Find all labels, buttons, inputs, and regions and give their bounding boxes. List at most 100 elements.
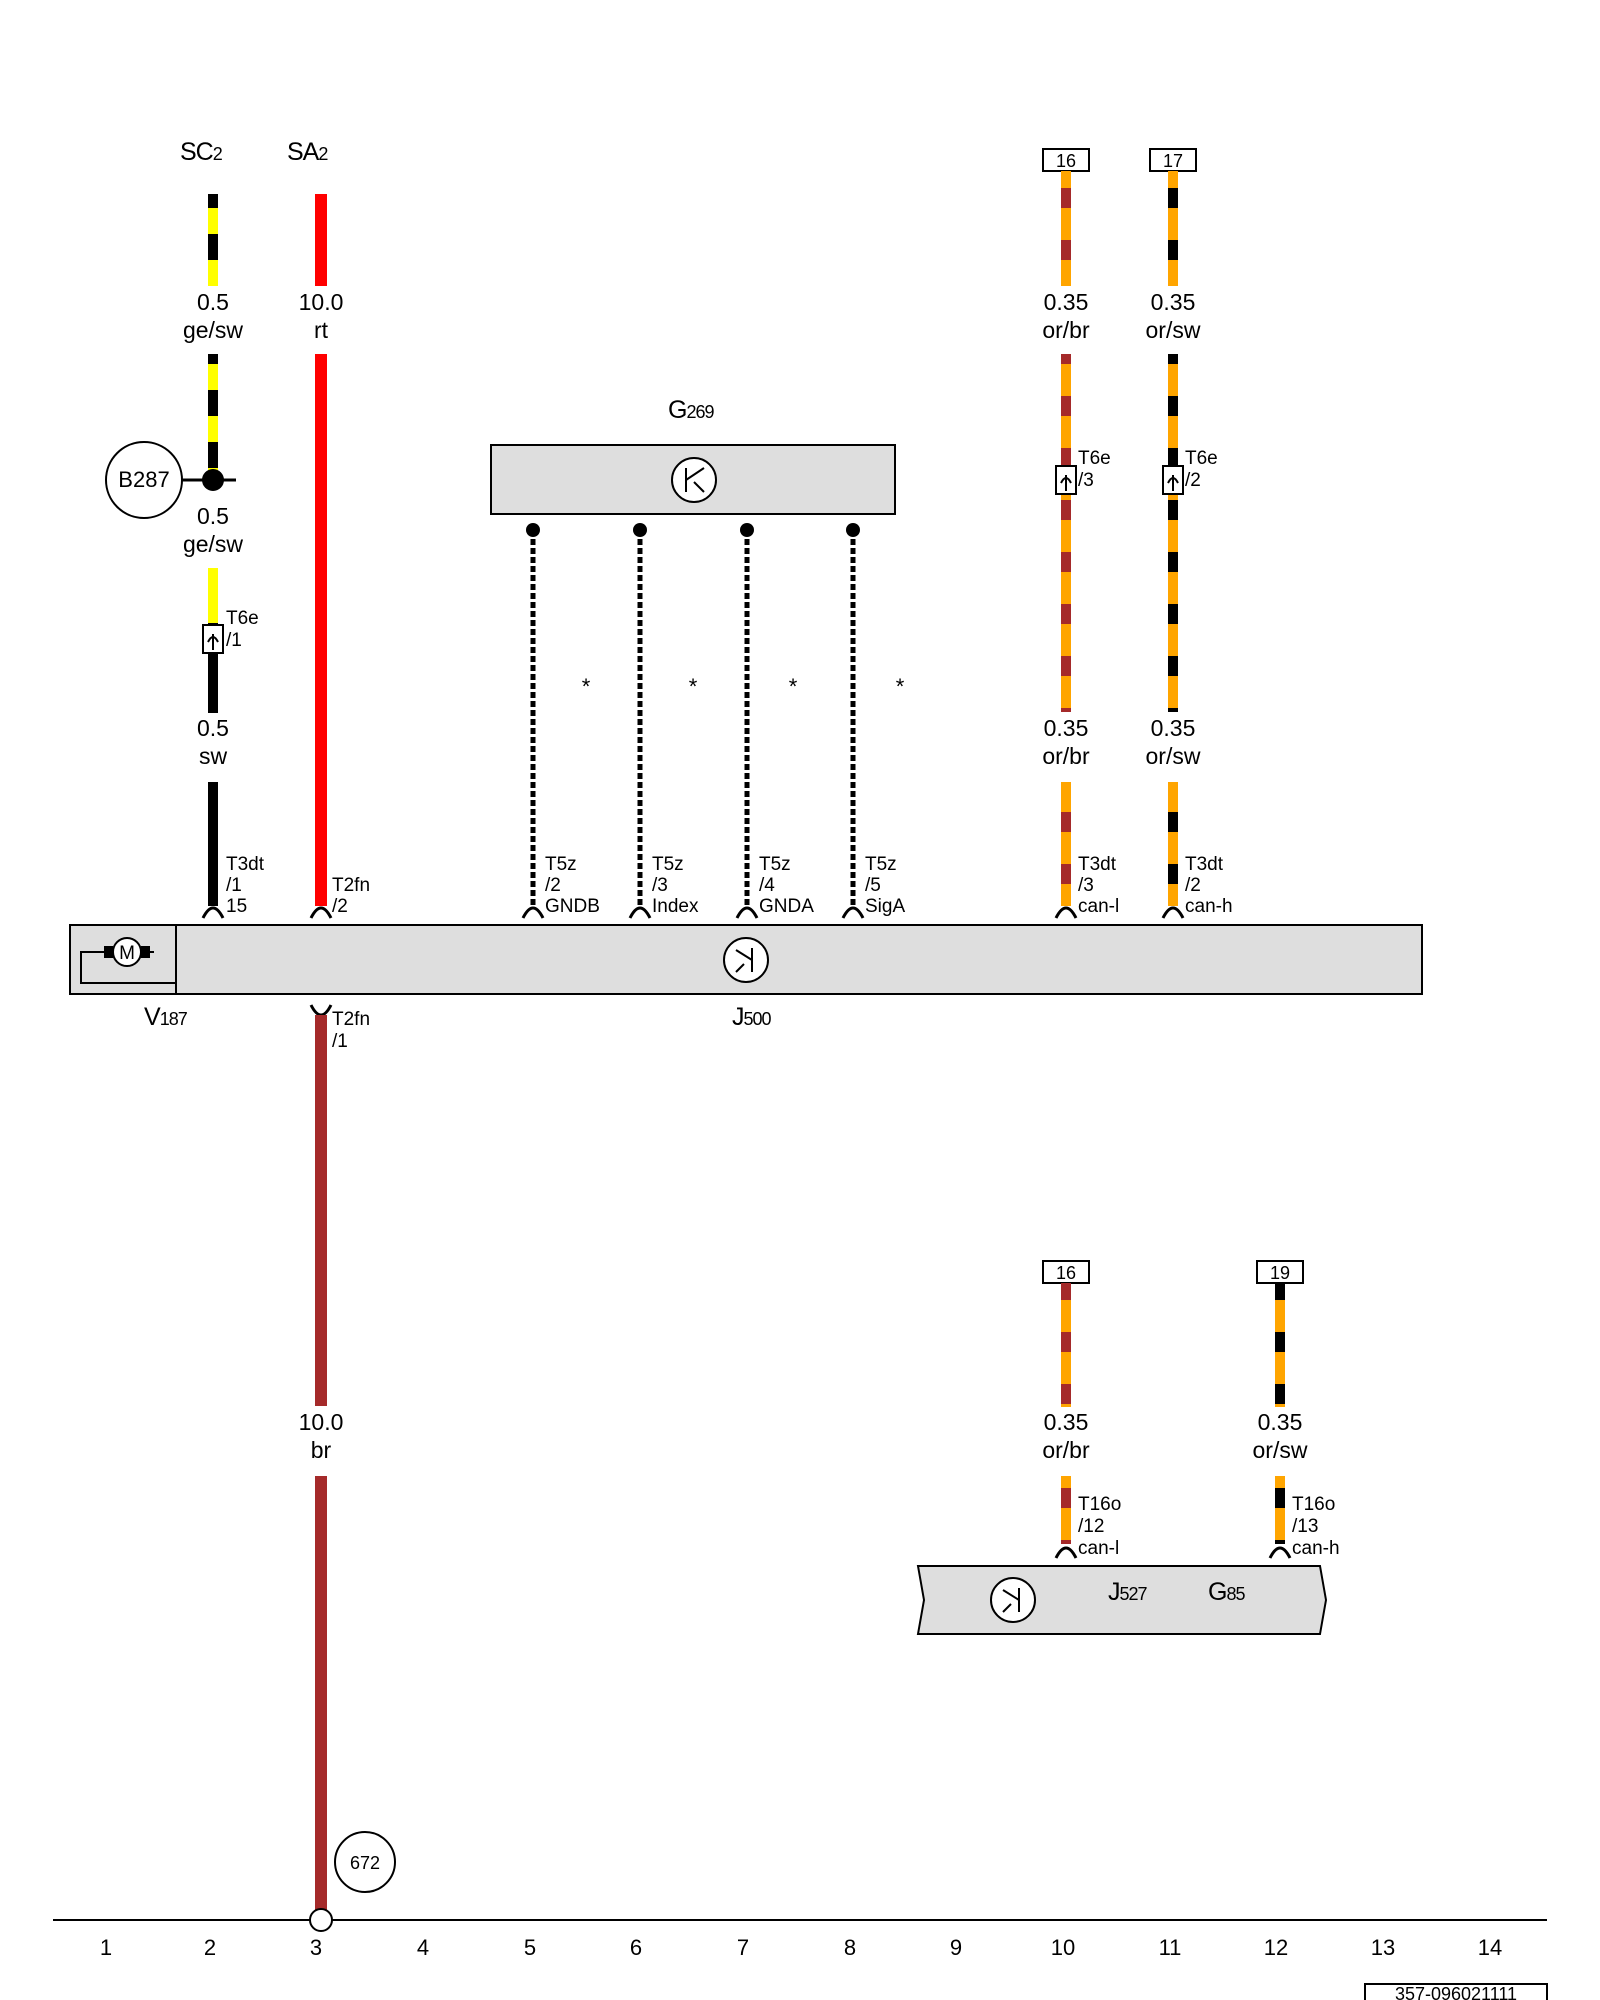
t3dt1-pin: /1	[226, 875, 242, 896]
b287-circle	[105, 441, 183, 519]
wire-col11-seg2-size: 0.35	[1151, 715, 1196, 741]
t3dt3-terminal	[1054, 906, 1078, 919]
sa2-label: SA2	[287, 138, 328, 166]
wire-col10-seg1-size: 0.35	[1044, 289, 1089, 315]
wire-col10-seg2-size: 0.35	[1044, 715, 1089, 741]
wire-col10-seg1-color: or/br	[1042, 317, 1090, 343]
wire-col2-seg3-black	[208, 623, 218, 713]
wire-col10-lower-color: or/br	[1042, 1437, 1090, 1463]
j527-sensor-icon	[990, 1577, 1036, 1623]
v187-label: V187	[144, 1003, 188, 1031]
t6e1-pin: /1	[226, 630, 242, 651]
wire-col2-seg4	[208, 782, 218, 906]
t5z5-name: T5z	[865, 854, 897, 875]
t6e2-connector-arrow	[1167, 475, 1179, 491]
wire-col10-seg2	[1061, 354, 1071, 712]
t5z2-terminal	[521, 906, 545, 919]
t16o13-func: can-h	[1292, 1538, 1340, 1559]
wire-col12-color: or/sw	[1253, 1437, 1308, 1463]
t16o12-pin: /12	[1078, 1516, 1104, 1537]
j527-label: J527	[1108, 1578, 1148, 1606]
grid-number-12: 12	[1264, 1935, 1288, 1960]
motor-label: M	[119, 943, 135, 964]
t3dt2-pin: /2	[1185, 875, 1201, 896]
g85-label: G85	[1208, 1578, 1245, 1606]
t5z3-pin: /3	[652, 875, 668, 896]
t3dt2-name: T3dt	[1185, 854, 1224, 875]
wire-col2-seg2-size: 0.5	[197, 503, 229, 529]
wire-col11-seg2	[1168, 354, 1178, 712]
t2fn2-terminal	[309, 906, 333, 919]
t2fn1-terminal	[309, 1004, 333, 1017]
t5z3-terminal	[628, 906, 652, 919]
t16o13-name: T16o	[1292, 1494, 1335, 1515]
wire-col2-seg3-size: 0.5	[197, 715, 229, 741]
wire-col12-seg2	[1275, 1476, 1285, 1544]
wire-col3-seg1-color: rt	[314, 317, 329, 343]
t5z2-top-dot	[526, 523, 540, 537]
star-4: *	[896, 674, 905, 699]
t6e1-connector-arrow	[207, 634, 219, 650]
t3dt1-name: T3dt	[226, 854, 265, 875]
t16o12-func: can-l	[1078, 1538, 1119, 1559]
star-1: *	[582, 674, 591, 699]
b287-label: B287	[118, 467, 169, 492]
doc-number-box	[1364, 1983, 1548, 2000]
b287-junction-dot	[202, 469, 224, 491]
grid-number-6: 6	[630, 1935, 642, 1960]
ref-16b: 16	[1056, 1263, 1076, 1283]
wire-col10-seg1	[1061, 171, 1071, 286]
j500-sensor-icon-arrow	[735, 948, 753, 973]
wire-col12-seg1	[1275, 1283, 1285, 1407]
t5z4-func: GNDA	[759, 896, 814, 917]
t5z4-terminal	[735, 906, 759, 919]
j527-sensor-icon-arrow	[1002, 1588, 1020, 1613]
t2fn2-pin: /2	[332, 896, 348, 917]
star-3: *	[789, 674, 798, 699]
wire-col3-seg2	[315, 354, 327, 906]
v187-motor-loop	[80, 951, 176, 984]
t6e3-connector-arrow	[1060, 475, 1072, 491]
t2fn1-name: T2fn	[332, 1009, 370, 1030]
v187-motor-left-terminal	[104, 946, 113, 958]
t3dt3-pin: /3	[1078, 875, 1094, 896]
wire-col3-ground-seg1	[315, 1015, 327, 1406]
t2fn1-pin: /1	[332, 1031, 348, 1052]
grid-number-9: 9	[950, 1935, 962, 1960]
wire-col3-ground-seg2	[315, 1476, 327, 1912]
c672-label: 672	[350, 1853, 380, 1873]
g269-label: G269	[668, 396, 714, 424]
t3dt3-name: T3dt	[1078, 854, 1117, 875]
grid-number-4: 4	[417, 1935, 429, 1960]
j500-sensor-icon	[723, 937, 769, 983]
ref-17: 17	[1163, 151, 1183, 171]
grid-number-13: 13	[1371, 1935, 1395, 1960]
wire-col10-seg2-color: or/br	[1042, 743, 1090, 769]
wire-col10-seg3	[1061, 782, 1071, 906]
wire-col11-seg1-color: or/sw	[1146, 317, 1201, 343]
t5z2-func: GNDB	[545, 896, 600, 917]
t16o12-terminal	[1054, 1546, 1078, 1559]
t16o13-pin: /13	[1292, 1516, 1318, 1537]
wire-col2-seg2	[208, 354, 218, 478]
wire-col3-seg1	[315, 194, 327, 286]
grid-number-5: 5	[524, 1935, 536, 1960]
t2fn2-name: T2fn	[332, 875, 370, 896]
t6e3-pin: /3	[1078, 470, 1094, 491]
j500-label: J500	[732, 1003, 772, 1031]
t3dt2-func: can-h	[1185, 896, 1233, 917]
wire-col2-seg1-color: ge/sw	[183, 317, 243, 343]
grid-number-7: 7	[737, 1935, 749, 1960]
wire-col10-lower-size: 0.35	[1044, 1409, 1089, 1435]
grid-number-8: 8	[844, 1935, 856, 1960]
g269-sensor-icon	[671, 457, 717, 503]
wire-col2-seg3-color: sw	[199, 743, 228, 769]
grid-number-3: 3	[310, 1935, 322, 1960]
t5z-wire-group	[526, 523, 860, 906]
sc2-label: SC2	[180, 138, 223, 166]
grid-number-1: 1	[100, 1935, 112, 1960]
wire-col11-seg1-size: 0.35	[1151, 289, 1196, 315]
motor-icon	[112, 937, 142, 967]
wire-col2-seg1	[208, 194, 218, 286]
